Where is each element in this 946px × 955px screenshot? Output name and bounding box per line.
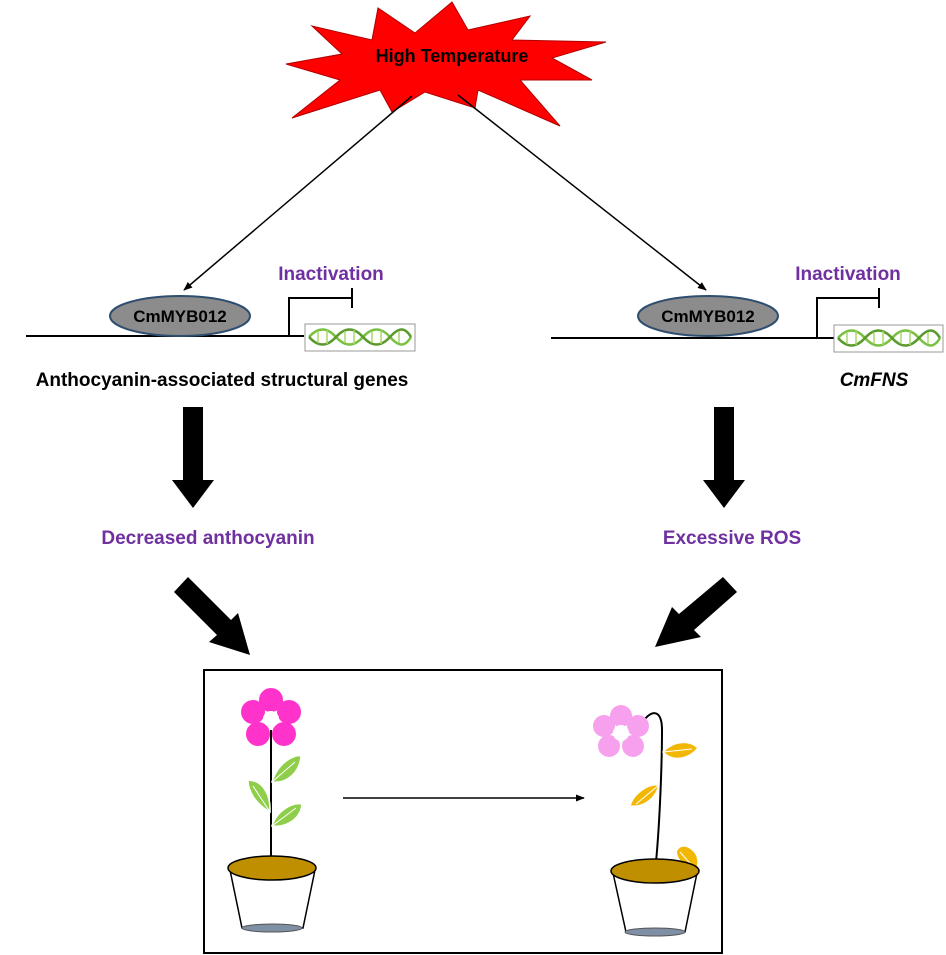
right-thick-down-arrow (703, 407, 745, 508)
left-cmmyb012-ellipse (109, 295, 251, 337)
left-thick-down-arrow (172, 407, 214, 508)
left-diagonal-arrow (174, 577, 250, 655)
right-inhibition-symbol (816, 297, 879, 338)
phenotype-panel (203, 669, 723, 954)
right-cmmyb012-label: CmMYB012 (661, 307, 755, 326)
left-cmmyb012-label: CmMYB012 (133, 307, 227, 326)
wilted-plant (593, 705, 700, 937)
left-dna-icon (304, 323, 416, 352)
arrow-stimulus-to-left-tf (183, 95, 413, 291)
left-inactivation-label: Inactivation (278, 264, 384, 285)
right-inactivation-label: Inactivation (795, 264, 901, 285)
right-target-gene-label: CmFNS (840, 370, 909, 391)
right-outcome-label: Excessive ROS (663, 528, 801, 549)
healthy-plant (227, 688, 317, 933)
right-diagonal-arrow (655, 577, 737, 647)
high-temperature-label: High Temperature (376, 46, 529, 66)
left-target-genes-label: Anthocyanin-associated structural genes (36, 370, 409, 391)
high-temperature-starburst (285, 1, 607, 127)
left-outcome-label: Decreased anthocyanin (101, 528, 314, 549)
right-dna-icon (833, 324, 944, 353)
right-cmmyb012-ellipse (637, 295, 779, 337)
left-inhibition-symbol (288, 297, 352, 336)
arrow-stimulus-to-right-tf (457, 94, 707, 291)
